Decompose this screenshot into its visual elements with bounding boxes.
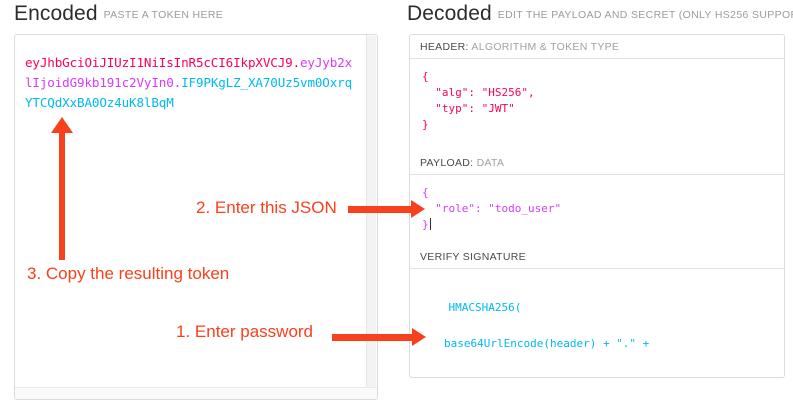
- encoded-token-text[interactable]: eyJhbGciOiJIUzI1NiIsInR5cCI6IkpXVCJ9.eyJ…: [25, 53, 355, 113]
- annotation-step-2-arrow-right-icon: [348, 200, 425, 218]
- decoded-column-heading: Decoded EDIT THE PAYLOAD AND SECRET (ONLY…: [407, 2, 793, 26]
- signature-section-title: VERIFY SIGNATURE: [410, 245, 784, 269]
- payload-section-label: PAYLOAD:: [420, 157, 474, 169]
- token-dot-separator-1: .: [292, 55, 301, 70]
- annotation-step-3-text: 3. Copy the resulting token: [27, 264, 230, 283]
- decoded-subtitle: EDIT THE PAYLOAD AND SECRET (ONLY HS256 …: [497, 9, 793, 21]
- encoded-subtitle: PASTE A TOKEN HERE: [103, 9, 224, 21]
- encoded-title: Encoded: [14, 2, 98, 25]
- encoded-column-heading: Encoded PASTE A TOKEN HERE: [14, 2, 223, 26]
- payload-section-sublabel: DATA: [476, 157, 505, 169]
- annotation-step-1-arrow-right-icon: [332, 328, 426, 346]
- annotation-step-2-text: 2. Enter this JSON: [196, 198, 337, 217]
- payload-json-editor[interactable]: { "role": "todo_user" }: [410, 175, 784, 245]
- text-cursor: [429, 218, 431, 230]
- header-json-editor[interactable]: { "alg": "HS256", "typ": "JWT" }: [422, 70, 535, 131]
- header-section-title: HEADER: ALGORITHM & TOKEN TYPE: [410, 35, 784, 59]
- header-section-label: HEADER:: [420, 41, 469, 53]
- annotation-step-3-arrow-up-icon: [51, 117, 73, 260]
- signature-line-2: base64UrlEncode(header) + "." +: [444, 337, 650, 350]
- decoded-title: Decoded: [407, 2, 492, 25]
- token-header-segment: eyJhbGciOiJIUzI1NiIsInR5cCI6IkpXVCJ9: [25, 55, 293, 70]
- payload-section-title: PAYLOAD: DATA: [410, 151, 784, 175]
- signature-section-label: VERIFY SIGNATURE: [420, 251, 526, 263]
- token-signature-segment: IF9PKgLZ_XA70Uz5vm0OxrqYTCQdXxBA0Oz4uK8l…: [25, 75, 353, 110]
- annotation-step-1-text: 1. Enter password: [176, 322, 314, 341]
- payload-json-text: { "role": "todo_user" }: [422, 186, 562, 231]
- header-section-sublabel: ALGORITHM & TOKEN TYPE: [471, 41, 620, 53]
- token-dot-separator-2: .: [173, 75, 182, 90]
- encoded-token-panel[interactable]: eyJhbGciOiJIUzI1NiIsInR5cCI6IkpXVCJ9.eyJ…: [14, 34, 378, 400]
- decoded-panel: HEADER: ALGORITHM & TOKEN TYPE { "alg": …: [409, 34, 785, 378]
- encoded-panel-scrollbar[interactable]: [366, 35, 377, 399]
- signature-editor: HMACSHA256( base64UrlEncode(header) + ".…: [410, 269, 784, 377]
- signature-line-1: HMACSHA256(: [448, 301, 522, 314]
- encoded-panel-footer: [15, 387, 377, 399]
- token-payload-segment: eyJyb2xlIjoidG9kb191c2VyIn0: [25, 55, 353, 90]
